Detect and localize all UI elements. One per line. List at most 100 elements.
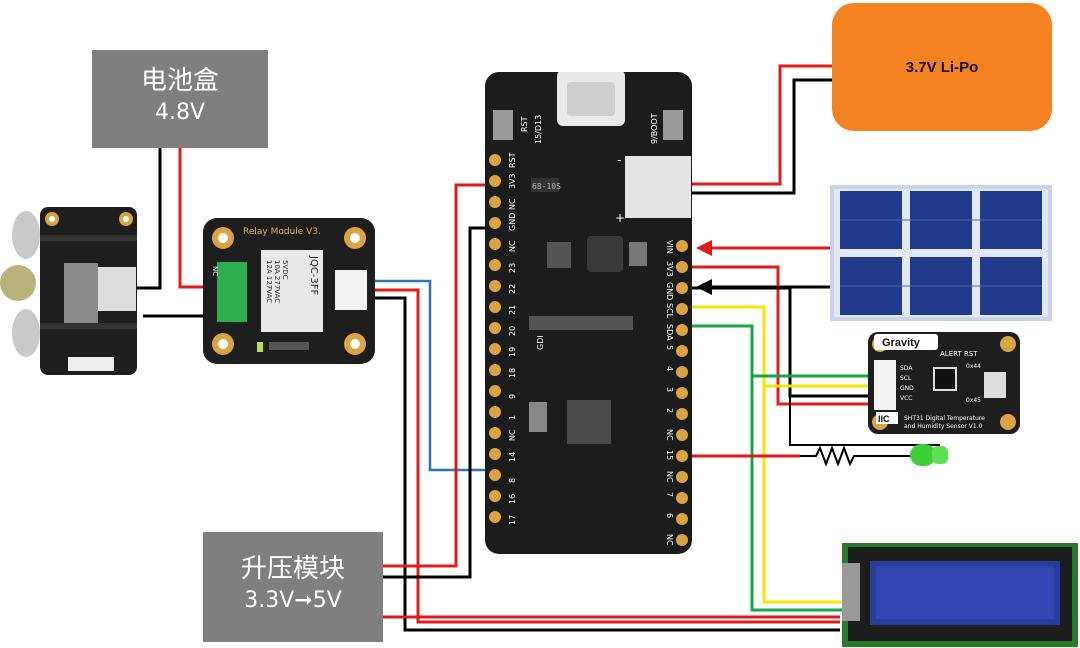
chip-marking: 68-10S — [532, 182, 561, 191]
wire-battery-black — [135, 148, 162, 290]
right-pin-pad — [676, 261, 688, 273]
right-pin-label: 3V3 — [665, 261, 674, 277]
arrow-solar-red — [696, 240, 712, 256]
left-pin-label: 21 — [508, 305, 517, 315]
left-pin-pad — [489, 322, 501, 334]
right-pin-pad — [676, 408, 688, 420]
right-pin-label: SCL — [665, 303, 674, 319]
battery-box-voltage: 4.8V — [154, 100, 206, 125]
fpc-connector — [529, 316, 633, 330]
wire-lipo-black — [690, 78, 836, 195]
left-pin-pad — [489, 490, 501, 502]
left-pin-pad — [489, 259, 501, 271]
left-pin-label: 3V3 — [508, 173, 517, 189]
power-mark-plus: + — [615, 211, 625, 225]
right-pin-pad — [676, 303, 688, 315]
wire-boost-gnd-black — [382, 226, 492, 579]
right-pin-pad — [676, 345, 688, 357]
relay-module-name: Relay Module V3. — [243, 227, 321, 237]
solar-panel — [830, 185, 1052, 321]
right-pin-pad — [676, 324, 688, 336]
wire-relay-signal-blue — [365, 279, 488, 472]
boost-module-conversion: 3.3V➞5V — [244, 588, 342, 613]
sensor-bus: IIC — [878, 414, 890, 424]
left-pin-label: 1 — [508, 415, 517, 420]
top-label-boot: 9/BOOT — [650, 113, 659, 144]
left-pin-pad — [489, 196, 501, 208]
left-pin-pad — [489, 154, 501, 166]
sensor-indicator-alert: ALERT — [940, 350, 962, 358]
left-pin-pad — [489, 238, 501, 250]
boot-button[interactable] — [663, 110, 683, 140]
left-pin-label: GND — [508, 213, 517, 231]
right-pin-label: GND — [665, 282, 674, 300]
wire-lcd-sda-green — [750, 376, 846, 612]
wire-relay-gnd-black — [370, 296, 840, 632]
right-pin-pad — [676, 534, 688, 546]
rst-button[interactable] — [493, 110, 513, 140]
wire-boost-3v3-red — [382, 183, 492, 568]
sensor-pin-scl: SCL — [900, 375, 912, 382]
right-pin-label: VIN — [665, 240, 674, 254]
left-pin-label: 18 — [508, 368, 517, 378]
wire-led-black — [789, 396, 940, 446]
left-pin-pad — [489, 469, 501, 481]
wire-sensor-sda-green — [690, 324, 868, 378]
battery-box: 电池盒 4.8V — [92, 50, 268, 148]
right-pin-label: SDA — [665, 324, 674, 341]
left-pin-label: 23 — [508, 263, 517, 273]
left-pin-label: 17 — [508, 515, 517, 525]
sensor-brand: Gravity — [882, 337, 921, 349]
left-pin-pad — [489, 511, 501, 523]
top-label-rst: RST — [520, 116, 529, 132]
left-pin-pad — [489, 280, 501, 292]
left-pin-pad — [489, 175, 501, 187]
main-chip — [567, 400, 611, 444]
relay-module: Relay Module V3. JQC-3FF 5VDC 10A 277VAC… — [203, 218, 375, 364]
green-led — [910, 444, 936, 466]
right-pin-label: 3 — [665, 387, 674, 392]
left-pin-pad — [489, 343, 501, 355]
battery-connector — [625, 156, 691, 218]
left-pin-label: NC — [508, 198, 517, 210]
left-pin-label: RST — [508, 152, 517, 168]
sensor-caption-2: and Humidity Sensor V1.0 — [904, 423, 983, 430]
left-pin-label: 8 — [508, 478, 517, 483]
left-pin-pad — [489, 385, 501, 397]
lipo-battery: 3.7V Li-Po — [832, 3, 1052, 131]
right-pin-pad — [676, 471, 688, 483]
right-pin-label: 5 — [665, 345, 674, 350]
left-pin-label: 16 — [508, 494, 517, 504]
resistor-led — [800, 444, 948, 467]
sensor-pin-vcc: VCC — [900, 395, 912, 402]
arrow-solar-black — [696, 279, 712, 295]
boost-module-title: 升压模块 — [240, 554, 345, 584]
left-pin-pad — [489, 427, 501, 439]
relay-rating-1: 5VDC — [281, 260, 289, 280]
left-pin-label: 22 — [508, 284, 517, 294]
right-pin-pad — [676, 240, 688, 252]
left-pin-label: NC — [508, 429, 517, 441]
right-pin-label: 7 — [665, 492, 674, 497]
fan-module — [0, 207, 137, 375]
left-pin-label: NC — [508, 240, 517, 252]
right-pin-label: NC — [665, 429, 674, 441]
right-pin-pad — [676, 387, 688, 399]
left-pin-pad — [489, 301, 501, 313]
right-pin-pad — [676, 282, 688, 294]
right-pin-pad — [676, 429, 688, 441]
sht31-sensor: Gravity ALERT RST SDA SCL GND VCC 0x44 0… — [868, 332, 1020, 434]
wire-sensor-gnd-black — [690, 286, 868, 398]
top-label-d13: 15/D13 — [534, 115, 543, 144]
wire-sensor-scl-yellow — [690, 305, 868, 388]
right-pin-pad — [676, 513, 688, 525]
relay-rating-3: 12A 127VAC — [265, 260, 273, 303]
sensor-caption-1: SHT31 Digital Temperature — [904, 415, 985, 422]
sensor-address-44: 0x44 — [966, 363, 981, 370]
right-pin-pad — [676, 492, 688, 504]
right-pin-label: NC — [665, 534, 674, 546]
lipo-battery-label: 3.7V Li-Po — [905, 58, 979, 76]
left-pin-label: 20 — [508, 326, 517, 336]
wire-lcd-scl-yellow — [762, 386, 846, 604]
